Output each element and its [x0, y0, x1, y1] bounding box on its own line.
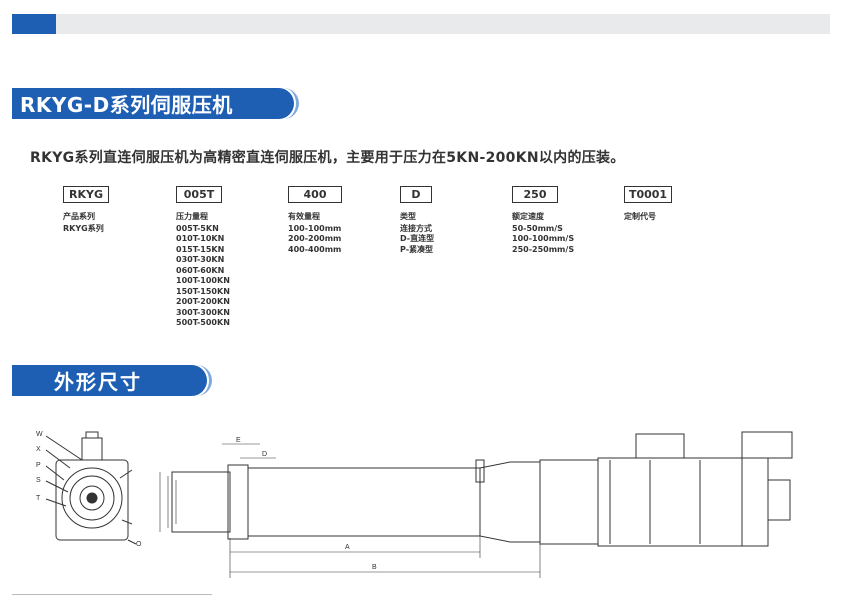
label-p: P: [36, 462, 41, 469]
code-option: D-直连型: [400, 234, 435, 243]
footer-rule: [12, 594, 212, 595]
code-option: 100-100mm/S: [512, 234, 575, 243]
code-box: 400: [288, 186, 342, 203]
code-option: 300T-300KN: [176, 307, 230, 317]
front-view: [55, 431, 133, 541]
label-t: T: [36, 495, 41, 502]
code-option: 010T-10KN: [176, 234, 225, 243]
dimensions-banner: 外形尺寸: [12, 365, 212, 396]
side-view: [171, 431, 793, 547]
code-option: 400-400mm: [288, 244, 342, 254]
code-title: 压力量程: [176, 212, 208, 221]
code-title: 定制代号: [624, 212, 656, 221]
header-bar: [12, 14, 830, 34]
code-option: 100-100mm: [288, 223, 342, 233]
code-option: 060T-60KN: [176, 265, 225, 275]
code-option: 015T-15KN: [176, 244, 225, 254]
code-column-1: RKYG 产品系列 RKYG系列: [63, 186, 109, 234]
code-option: 005T-5KN: [176, 223, 219, 233]
code-option: RKYG系列: [63, 223, 104, 233]
code-option: 200T-200KN: [176, 297, 230, 306]
label-d: D: [262, 451, 267, 458]
label-a: A: [345, 544, 350, 551]
code-title: 产品系列: [63, 212, 95, 221]
code-box: 005T: [176, 186, 222, 203]
code-title: 有效量程: [288, 212, 320, 221]
code-box: 250: [512, 186, 558, 203]
product-description: RKYG系列直连伺服压机为高精密直连伺服压机，主要用于压力在5KN-200KN以…: [30, 150, 625, 166]
code-box: RKYG: [63, 186, 109, 203]
label-b: B: [372, 564, 377, 571]
section-title: RKYG-D系列伺服压机: [20, 93, 233, 117]
code-option: 100T-100KN: [176, 276, 230, 285]
code-option: 200-200mm: [288, 234, 342, 243]
code-option: 030T-30KN: [176, 255, 225, 264]
code-title: 类型: [400, 212, 416, 221]
label-x: X: [36, 446, 41, 453]
code-option: 250-250mm/S: [512, 244, 575, 254]
code-title: 额定速度: [512, 212, 544, 221]
section-title-banner: RKYG-D系列伺服压机: [12, 88, 299, 119]
code-option: P-紧凑型: [400, 244, 434, 254]
code-option: 50-50mm/S: [512, 223, 563, 233]
label-e: E: [236, 437, 241, 444]
code-box: D: [400, 186, 432, 203]
code-column-6: T0001 定制代号: [624, 186, 672, 224]
code-option: 连接方式: [400, 223, 432, 233]
dimension-drawing: W X P S T O E D A B: [36, 431, 793, 578]
dimensions-title: 外形尺寸: [54, 370, 142, 394]
label-s: S: [36, 477, 41, 484]
label-o: O: [136, 541, 142, 548]
code-box: T0001: [624, 186, 672, 203]
header-accent-block: [12, 14, 56, 34]
label-w: W: [36, 431, 43, 438]
code-option: 150T-150KN: [176, 286, 230, 296]
code-option: 500T-500KN: [176, 318, 230, 327]
